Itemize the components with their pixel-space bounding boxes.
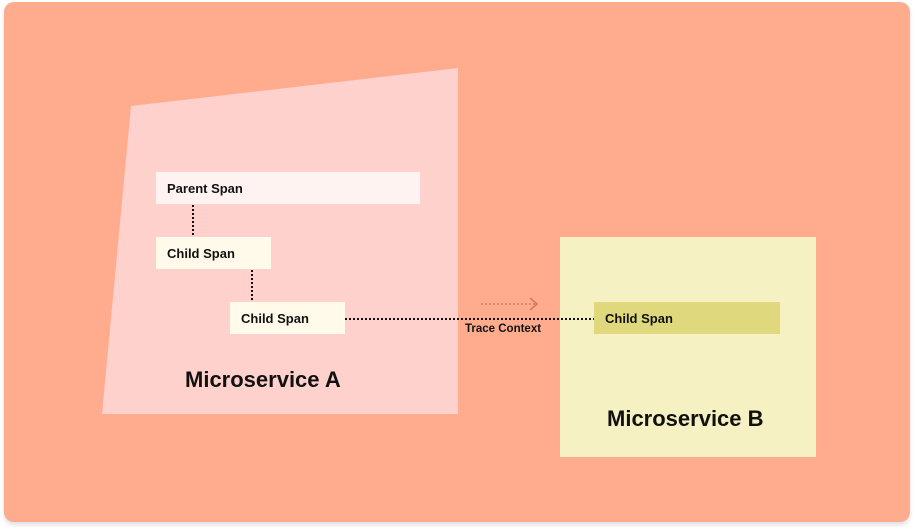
trace-context-label: Trace Context	[465, 323, 542, 335]
microservice-a-label: Microservice A	[185, 367, 341, 392]
child-span-label-a1: Child Span	[167, 245, 235, 261]
child-span-label-b: Child Span	[605, 310, 673, 326]
parent-span-box: Parent Span	[156, 172, 420, 204]
child-span-box-a2: Child Span	[230, 302, 345, 334]
microservice-b-region	[560, 237, 816, 457]
child-span-box-a1: Child Span	[156, 237, 271, 269]
parent-span-label: Parent Span	[167, 180, 243, 196]
child-span-label-a2: Child Span	[241, 310, 309, 326]
microservice-b-label: Microservice B	[607, 406, 764, 431]
child-span-box-b: Child Span	[594, 302, 780, 334]
